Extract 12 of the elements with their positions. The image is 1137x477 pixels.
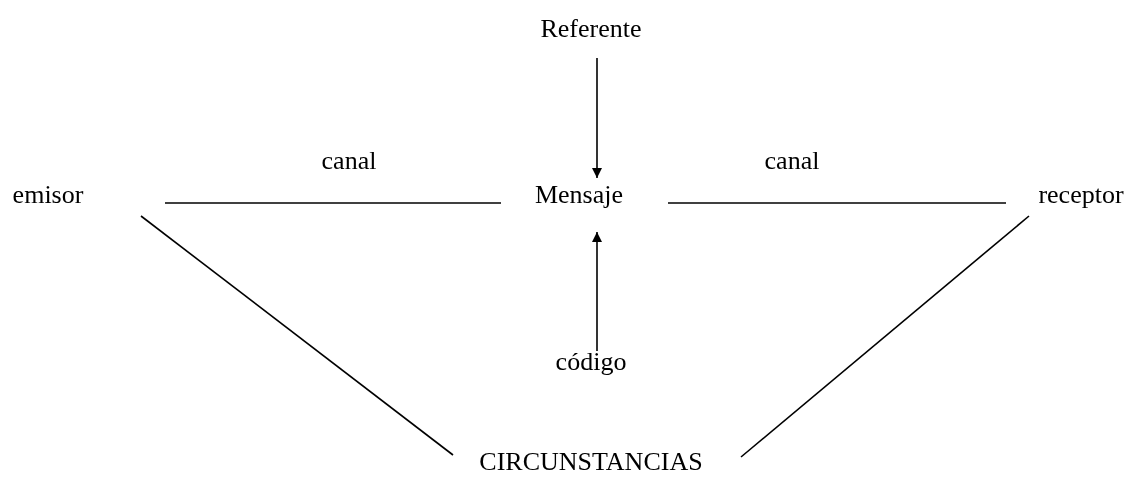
connector-line	[740, 215, 1030, 458]
arrow	[592, 231, 602, 352]
connector-line	[164, 202, 502, 204]
node-label: receptor	[1038, 180, 1124, 210]
node-label: Referente	[540, 14, 642, 44]
connector-line	[667, 202, 1007, 204]
node-label: Mensaje	[534, 180, 624, 210]
node-label: emisor	[12, 180, 84, 210]
node-label: CIRCUNSTANCIAS	[479, 447, 703, 477]
node-label: código	[555, 347, 627, 377]
arrow	[592, 57, 602, 179]
connector-line	[140, 215, 454, 456]
